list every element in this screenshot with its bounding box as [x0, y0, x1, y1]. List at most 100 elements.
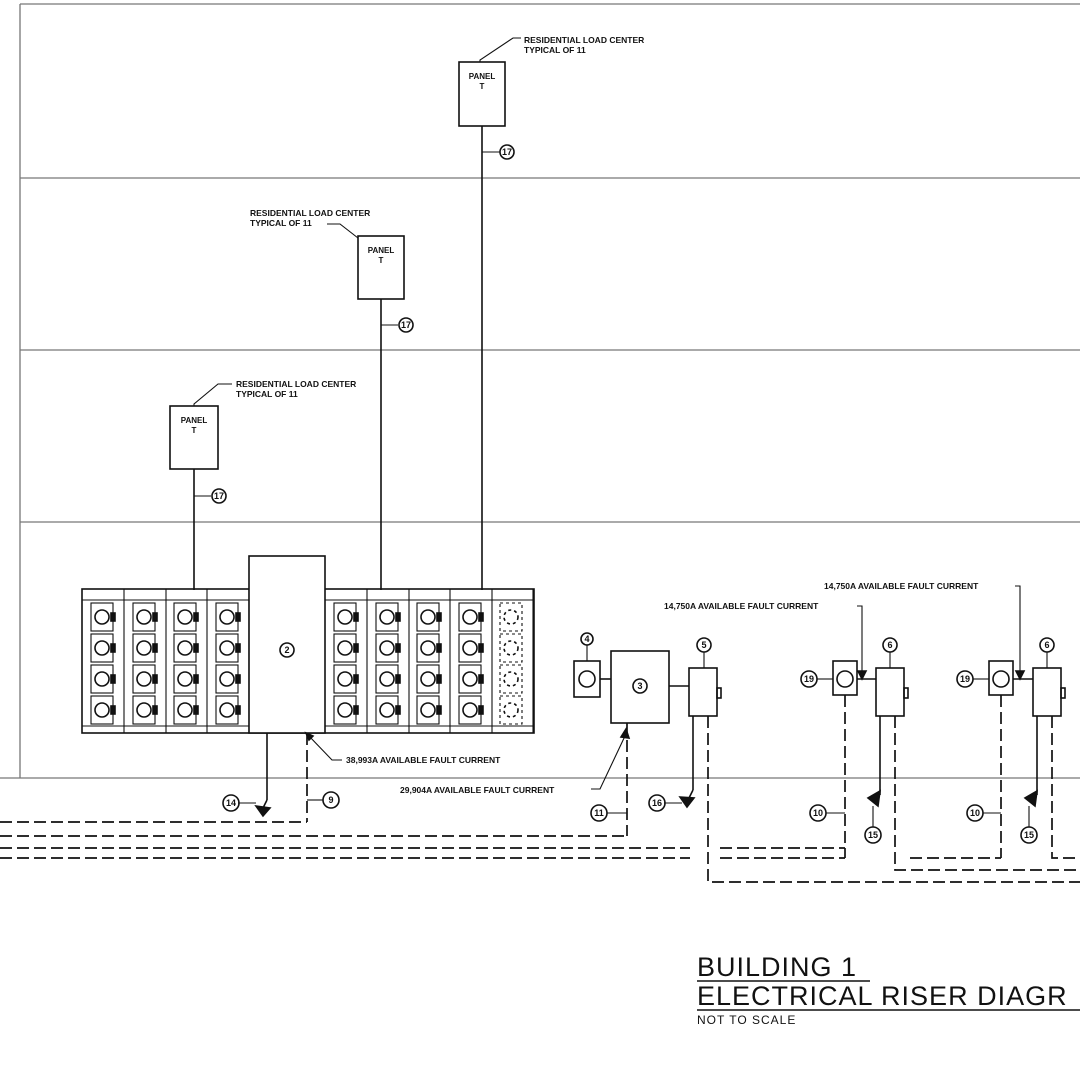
meter-icon: [177, 671, 193, 687]
service-b-ground-tag: 15: [1024, 830, 1034, 840]
feeder-tag-circle: [211, 488, 227, 504]
meter-icon: [136, 671, 152, 687]
meter-breaker: [152, 674, 158, 684]
drawing-subtitle: NOT TO SCALE: [697, 1013, 796, 1027]
service-a-ground-tag: 15: [868, 830, 878, 840]
meter-stacks: [82, 589, 534, 733]
meter-breaker: [235, 612, 241, 622]
meter-breaker: [353, 705, 359, 715]
meter-breaker: [152, 612, 158, 622]
meter-icon: [503, 640, 519, 656]
house-conduit-tag: 11: [594, 808, 604, 818]
meter-icon: [337, 640, 353, 656]
meter-breaker: [152, 705, 158, 715]
drawing-title-line2: ELECTRICAL RISER DIAGR: [697, 981, 1068, 1011]
main-section-tag: 2: [284, 645, 289, 655]
meter-socket: [499, 664, 523, 694]
feeder-tag: 17: [401, 320, 411, 330]
meter-icon: [420, 640, 436, 656]
meter-icon: [177, 640, 193, 656]
meter-breaker: [110, 612, 116, 622]
meter-icon: [503, 609, 519, 625]
meter-icon: [337, 609, 353, 625]
panel-note-line1: RESIDENTIAL LOAD CENTER: [236, 379, 356, 389]
service-b-fault-current: 14,750A AVAILABLE FAULT CURRENT: [824, 581, 979, 591]
meter-icon: [379, 671, 395, 687]
meter-icon: [219, 671, 235, 687]
meter-icon: [420, 671, 436, 687]
feeder-tag: 17: [502, 147, 512, 157]
meter-icon: [379, 702, 395, 718]
service-b-disconnect-tag: 6: [1044, 640, 1049, 650]
main-section-tag-circle: [279, 642, 295, 658]
meter-breaker: [395, 612, 401, 622]
meter-breaker: [436, 705, 442, 715]
meter-breaker: [110, 643, 116, 653]
meter-icon: [136, 702, 152, 718]
panel-note-line1: RESIDENTIAL LOAD CENTER: [250, 208, 370, 218]
service-b-conduit-tag: 10: [970, 808, 980, 818]
meter-breaker: [193, 612, 199, 622]
meter-icon: [462, 702, 478, 718]
meter-icon: [379, 609, 395, 625]
transformer-tag: 3: [637, 681, 642, 691]
meter-breaker: [395, 643, 401, 653]
building-outline: [0, 3, 1080, 779]
panel-id: T: [379, 256, 384, 265]
panel-note-line2: TYPICAL OF 11: [236, 389, 298, 399]
meter-icon: [94, 640, 110, 656]
panel-note-line1: RESIDENTIAL LOAD CENTER: [524, 35, 644, 45]
meter-socket: [499, 602, 523, 632]
main-section: [248, 555, 326, 734]
panel-label: PANEL: [181, 416, 208, 425]
meter-breaker: [436, 612, 442, 622]
meter-breaker: [193, 674, 199, 684]
meter-breaker: [235, 643, 241, 653]
meter-icon: [337, 702, 353, 718]
meter-breaker: [235, 705, 241, 715]
house-service: 4 3 5 29,904A AVAILABLE FAULT CURRENT 11…: [400, 632, 1080, 883]
meter-breaker: [193, 643, 199, 653]
feeder-tag-circle: [499, 144, 515, 160]
meter-icon: [462, 671, 478, 687]
panel-id: T: [192, 426, 197, 435]
meter-icon: [462, 609, 478, 625]
meter-breaker: [395, 705, 401, 715]
house-ground-tag: 16: [652, 798, 662, 808]
meter-breaker: [110, 674, 116, 684]
meter-icon: [503, 702, 519, 718]
meter-icon: [219, 640, 235, 656]
meter-icon: [420, 609, 436, 625]
meter-icon: [94, 609, 110, 625]
service-a-disconnect-tag: 6: [887, 640, 892, 650]
drawing-title-line1: BUILDING 1: [697, 952, 857, 982]
title-block: BUILDING 1 ELECTRICAL RISER DIAGR NOT TO…: [697, 952, 1080, 1027]
meter-icon: [503, 671, 519, 687]
meter-icon: [177, 702, 193, 718]
meter-breaker: [235, 674, 241, 684]
house-fault-current: 29,904A AVAILABLE FAULT CURRENT: [400, 785, 555, 795]
service-a-fault-current: 14,750A AVAILABLE FAULT CURRENT: [664, 601, 819, 611]
meter-breaker: [193, 705, 199, 715]
feeder-tag: 17: [214, 491, 224, 501]
meter-breaker: [110, 705, 116, 715]
meter-icon: [420, 702, 436, 718]
feeder-tag-circle: [398, 317, 414, 333]
meter-breaker: [353, 643, 359, 653]
house-meter-tag: 4: [584, 634, 589, 644]
meter-icon: [136, 609, 152, 625]
meter-center-fault-current: 38,993A AVAILABLE FAULT CURRENT: [346, 755, 501, 765]
meter-socket: [499, 633, 523, 663]
meter-breaker: [478, 674, 484, 684]
panel-note-line2: TYPICAL OF 11: [250, 218, 312, 228]
meter-breaker: [395, 674, 401, 684]
panel-id: T: [480, 82, 485, 91]
ground-tag-circle: [222, 794, 240, 812]
residential-panel-top: PANEL T RESIDENTIAL LOAD CENTER TYPICAL …: [458, 35, 644, 590]
service-b: 14,750A AVAILABLE FAULT CURRENT 6 19 10 …: [824, 581, 1080, 859]
meter-icon: [379, 640, 395, 656]
meter-breaker: [152, 643, 158, 653]
panel-note-line2: TYPICAL OF 11: [524, 45, 586, 55]
meter-icon: [94, 671, 110, 687]
